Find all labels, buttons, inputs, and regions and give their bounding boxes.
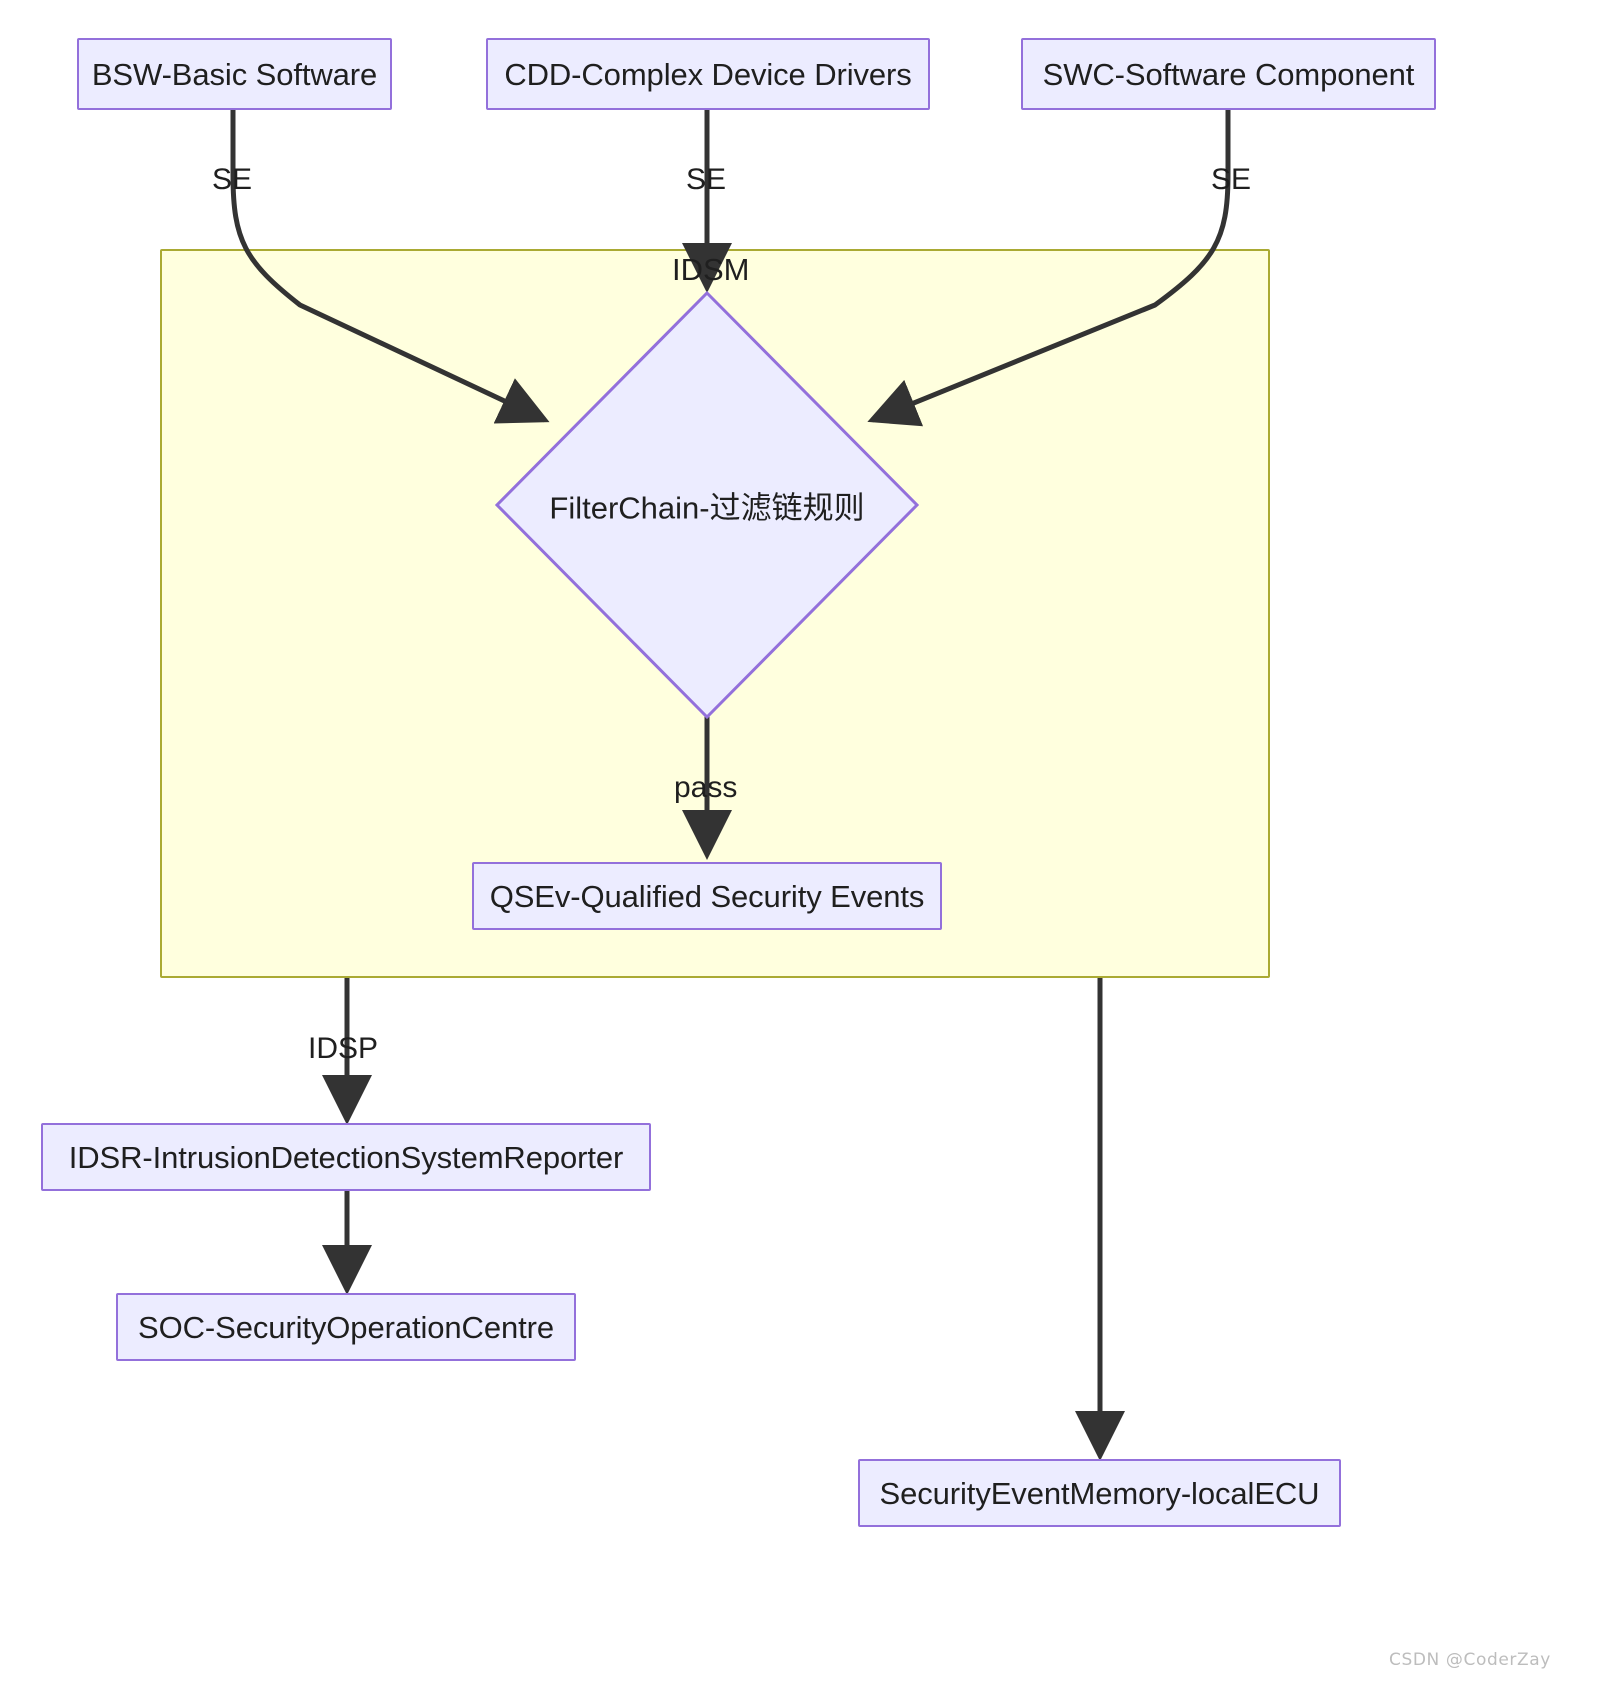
diamond-shape: [495, 291, 919, 719]
cluster-idsm-label: IDSM: [672, 252, 750, 287]
node-swc[interactable]: SWC-Software Component: [1021, 38, 1436, 110]
node-bsw-label: BSW-Basic Software: [91, 56, 378, 92]
node-qsev-label: QSEv-Qualified Security Events: [489, 878, 925, 914]
edge-label-idsp: IDSP: [308, 1032, 379, 1065]
node-idsr[interactable]: IDSR-IntrusionDetectionSystemReporter: [41, 1123, 651, 1191]
edge-label-se-middle: SE: [686, 163, 727, 196]
node-cdd-label: CDD-Complex Device Drivers: [504, 56, 912, 92]
node-swc-label: SWC-Software Component: [1042, 56, 1415, 92]
node-idsr-label: IDSR-IntrusionDetectionSystemReporter: [68, 1139, 624, 1175]
node-bsw[interactable]: BSW-Basic Software: [77, 38, 392, 110]
node-security-event-memory[interactable]: SecurityEventMemory-localECU: [858, 1459, 1341, 1527]
edge-label-se-left: SE: [212, 163, 253, 196]
node-soc-label: SOC-SecurityOperationCentre: [138, 1309, 554, 1345]
node-soc[interactable]: SOC-SecurityOperationCentre: [116, 1293, 576, 1361]
node-filterchain[interactable]: FilterChain-过滤链规则: [495, 291, 919, 719]
watermark: CSDN @CoderZay: [1389, 1650, 1551, 1670]
edge-label-pass: pass: [674, 771, 738, 804]
node-cdd[interactable]: CDD-Complex Device Drivers: [486, 38, 930, 110]
edge-label-se-right: SE: [1211, 163, 1252, 196]
node-qsev[interactable]: QSEv-Qualified Security Events: [472, 862, 942, 930]
node-filterchain-label: FilterChain-过滤链规则: [549, 490, 865, 526]
node-security-event-memory-label: SecurityEventMemory-localECU: [879, 1475, 1320, 1511]
